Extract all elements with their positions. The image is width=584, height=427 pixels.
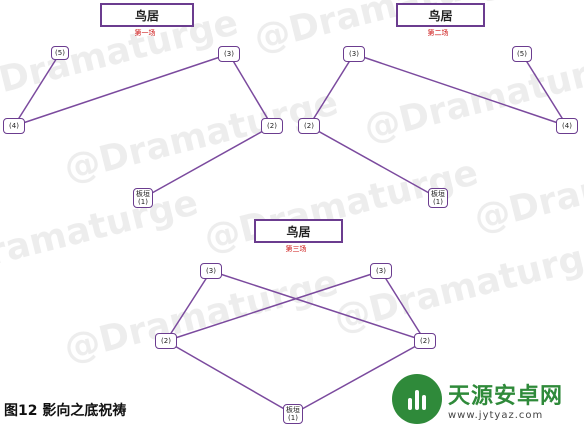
edge-d3-2b-d3-1	[292, 340, 426, 415]
logo-icon	[392, 374, 442, 424]
diagram-1-node-2: (2)	[261, 118, 283, 134]
edge-d2-3-d2-4	[353, 53, 568, 127]
diagram-3-scene: 第三场	[285, 245, 307, 253]
node-label: (3)	[224, 50, 234, 58]
diagram-3-node-1: 板垣(1)	[283, 404, 303, 424]
node-label: (1)	[433, 198, 443, 206]
logo-url: www.jytyaz.com	[448, 409, 544, 421]
node-label: (2)	[420, 337, 430, 345]
edge-d1-3-d1-4	[13, 53, 230, 127]
node-label: (4)	[562, 122, 572, 130]
edge-d2-5-d2-4	[521, 53, 568, 127]
node-label: (2)	[267, 122, 277, 130]
diagram-2-node-2: (2)	[298, 118, 320, 134]
diagram-1-node-3: (3)	[218, 46, 240, 62]
edge-d2-2-d2-1	[308, 125, 439, 199]
node-label: (3)	[376, 267, 386, 275]
node-label: 板垣	[136, 190, 150, 198]
edge-d1-2-d1-1	[142, 125, 273, 199]
diagram-1-node-1: 板垣(1)	[133, 188, 153, 208]
diagram-1-scene: 第一场	[134, 29, 156, 37]
node-label: 板垣	[286, 406, 300, 414]
diagram-3-node-2-right: (2)	[414, 333, 436, 349]
diagram-2-node-4: (4)	[556, 118, 578, 134]
site-logo: 天源安卓网 www.jytyaz.com	[392, 372, 582, 426]
diagram-2-node-1: 板垣(1)	[428, 188, 448, 208]
diagram-2-title: 鸟居	[396, 3, 485, 27]
node-label: (4)	[9, 122, 19, 130]
diagram-3-node-3-right: (3)	[370, 263, 392, 279]
node-label: (1)	[288, 414, 298, 422]
edge-d3-3a-d3-2a	[165, 270, 212, 342]
node-label: (5)	[517, 50, 527, 58]
node-label: (2)	[304, 122, 314, 130]
edge-d1-5-d1-4	[13, 52, 61, 127]
diagram-3-title: 鸟居	[254, 219, 343, 243]
diagram-2-node-5: (5)	[512, 46, 532, 62]
node-label: (3)	[206, 267, 216, 275]
diagram-2-scene: 第二场	[427, 29, 449, 37]
node-label: (1)	[138, 198, 148, 206]
diagram-3-node-3-left: (3)	[200, 263, 222, 279]
edge-d1-3-d1-2	[228, 53, 273, 127]
edge-d3-3b-d3-2b	[380, 270, 426, 342]
diagram-3-node-2-left: (2)	[155, 333, 177, 349]
node-label: (2)	[161, 337, 171, 345]
node-label: 板垣	[431, 190, 445, 198]
edge-d3-3a-d3-2b	[210, 270, 426, 342]
diagram-1-node-4: (4)	[3, 118, 25, 134]
diagram-1-title: 鸟居	[100, 3, 194, 27]
node-label: (5)	[55, 49, 65, 57]
logo-name: 天源安卓网	[448, 383, 564, 409]
edge-d3-2a-d3-1	[165, 340, 294, 415]
diagram-1-node-5: (5)	[51, 46, 69, 60]
figure-caption: 图12 影向之底祝祷	[4, 403, 127, 419]
diagram-2-node-3: (3)	[343, 46, 365, 62]
node-label: (3)	[349, 50, 359, 58]
edge-d2-3-d2-2	[308, 53, 355, 127]
edge-d3-3b-d3-2a	[165, 270, 382, 342]
